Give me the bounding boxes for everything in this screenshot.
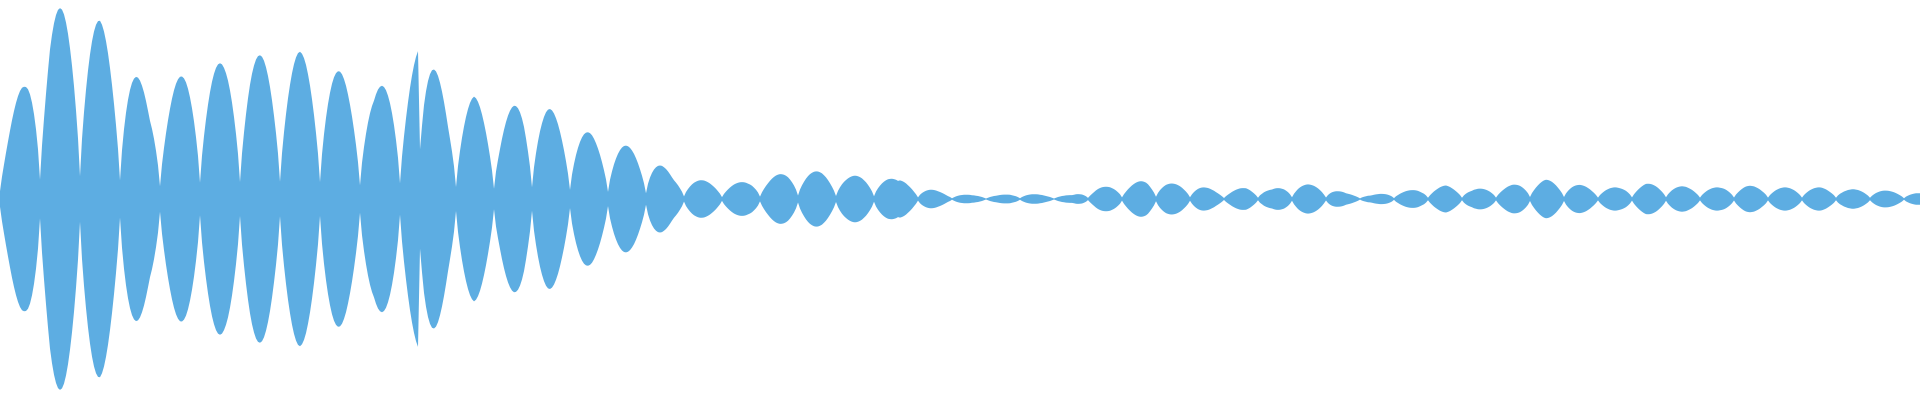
waveform-shape [0, 8, 1920, 390]
